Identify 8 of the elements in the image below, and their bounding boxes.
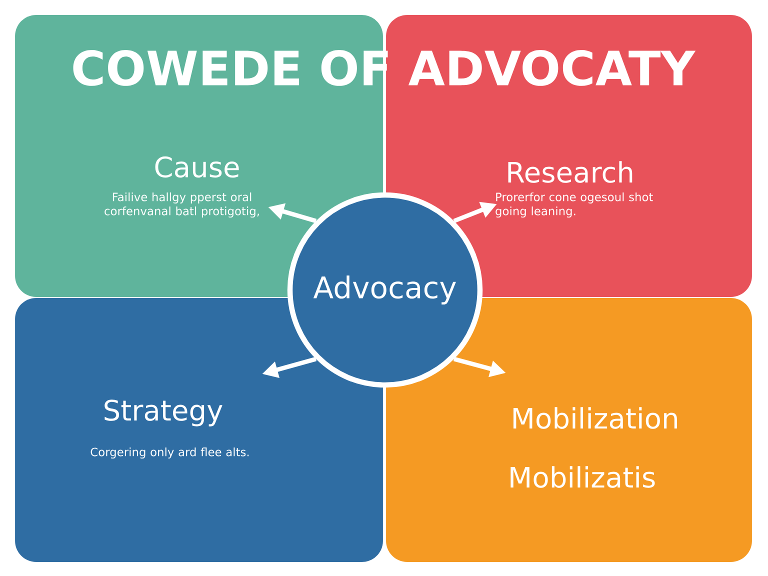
description: Corgering only ard flee alts. — [90, 447, 249, 459]
heading: Mobilizatis — [510, 466, 655, 488]
heading: Strategy — [104, 400, 222, 426]
heading: Mobilization — [513, 407, 677, 429]
heading: Research — [508, 161, 632, 183]
description: Failive hallgy pperst oral corfenvanal batl protigotig, — [104, 192, 259, 218]
description: Prorerfor cone ogesoul shot going leaning. — [496, 192, 653, 218]
heading: Cause — [155, 156, 239, 178]
